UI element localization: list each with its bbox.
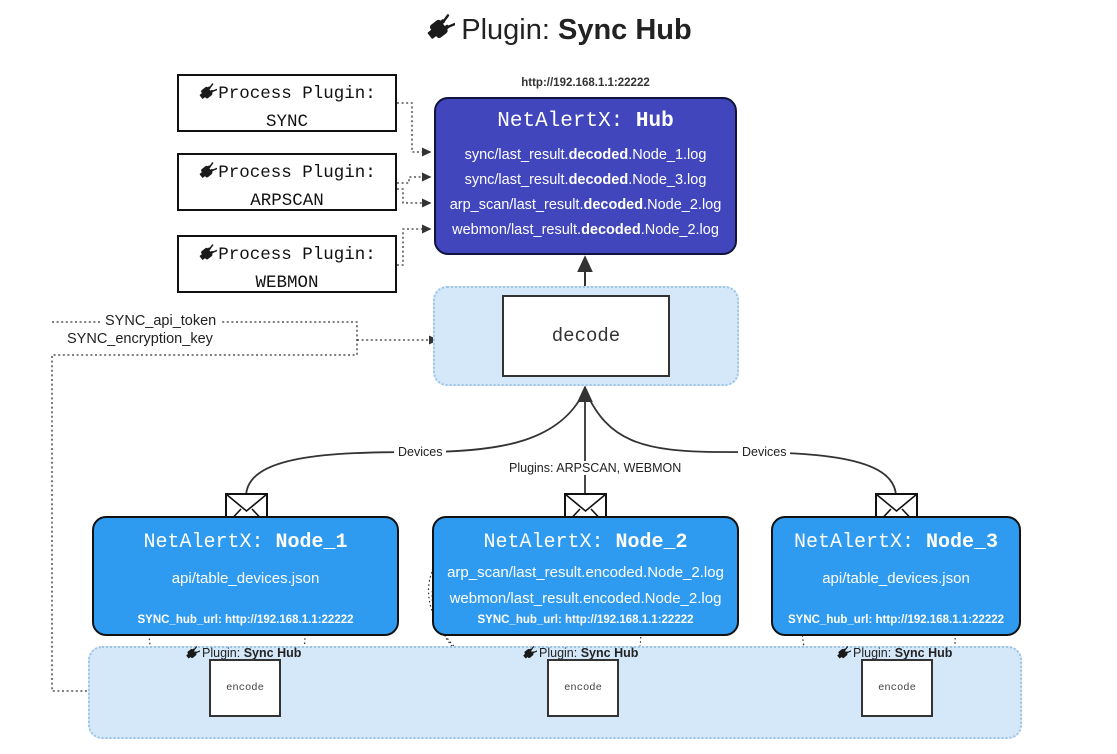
- plugins-label-center: Plugins: ARPSCAN, WEBMON: [505, 461, 686, 475]
- page-title: Plugin: Sync Hub: [0, 14, 1117, 50]
- node-3-title: NetAlertX: Node_3: [773, 531, 1019, 554]
- encoder-2-plugin-label: Plugin: Sync Hub: [522, 646, 638, 663]
- encoder-plugin-prefix: Plugin:: [202, 646, 241, 660]
- encoder-plugin-name: Sync Hub: [894, 646, 953, 660]
- node-2-line-1: webmon/last_result.encoded.Node_2.log: [449, 590, 722, 607]
- node-2-title: NetAlertX: Node_2: [434, 531, 737, 554]
- plug-icon: [198, 83, 218, 110]
- sync-api-token-label: SYNC_api_token: [100, 313, 222, 329]
- node-3-line-0: api/table_devices.json: [822, 570, 970, 587]
- encoder-plugin-name: Sync Hub: [580, 646, 639, 660]
- process-plugin-name: WEBMON: [255, 273, 319, 294]
- hub-node[interactable]: NetAlertX: Hub sync/last_result.decoded.…: [434, 97, 737, 255]
- node-2-line-0: arp_scan/last_result.encoded.Node_2.log: [447, 564, 724, 581]
- devices-label-left: Devices: [394, 445, 447, 459]
- process-plugin-label: Process Plugin:: [218, 84, 376, 104]
- devices-label-right: Devices: [738, 445, 791, 459]
- node-1-title: NetAlertX: Node_1: [94, 531, 397, 554]
- encode-box-2[interactable]: encode: [547, 659, 619, 717]
- node-1-hub-url: SYNC_hub_url: http://192.168.1.1:22222: [137, 614, 354, 626]
- node-3-hub-url: SYNC_hub_url: http://192.168.1.1:22222: [787, 614, 1005, 626]
- hub-title: NetAlertX: Hub: [436, 110, 735, 133]
- node-app: NetAlertX:: [483, 531, 604, 554]
- decode-box[interactable]: decode: [502, 295, 670, 377]
- title-prefix: Plugin:: [461, 14, 550, 46]
- plug-icon: [185, 646, 201, 663]
- process-plugin-label: Process Plugin:: [218, 245, 376, 265]
- encoder-1-plugin-label: Plugin: Sync Hub: [185, 646, 301, 663]
- encode-box-3[interactable]: encode: [861, 659, 933, 717]
- plug-icon: [522, 646, 538, 663]
- node-2[interactable]: NetAlertX: Node_2 arp_scan/last_result.e…: [432, 516, 739, 636]
- hub-name: Hub: [635, 110, 674, 133]
- node-1[interactable]: NetAlertX: Node_1 api/table_devices.json…: [92, 516, 399, 636]
- node-app: NetAlertX:: [143, 531, 264, 554]
- plug-icon: [836, 646, 852, 663]
- node-name: Node_2: [615, 531, 688, 554]
- node-1-line-0: api/table_devices.json: [171, 570, 320, 587]
- node-app: NetAlertX:: [793, 531, 914, 554]
- encoder-plugin-name: Sync Hub: [243, 646, 302, 660]
- encoder-plugin-prefix: Plugin:: [539, 646, 578, 660]
- encoder-plugin-prefix: Plugin:: [853, 646, 892, 660]
- hub-file-2: arp_scan/last_result.decoded.Node_2.log: [449, 197, 722, 213]
- hub-app: NetAlertX:: [497, 110, 624, 133]
- plug-icon: [198, 162, 218, 189]
- encoder-3-plugin-label: Plugin: Sync Hub: [836, 646, 952, 663]
- sync-encryption-key-label: SYNC_encryption_key: [62, 331, 218, 347]
- node-3[interactable]: NetAlertX: Node_3 api/table_devices.json…: [771, 516, 1021, 636]
- hub-url-label: http://192.168.1.1:22222: [521, 77, 650, 89]
- node-name: Node_1: [275, 531, 348, 554]
- process-plugin-webmon[interactable]: Process Plugin: WEBMON: [177, 235, 397, 293]
- plug-icon: [198, 244, 218, 271]
- hub-file-0: sync/last_result.decoded.Node_1.log: [464, 147, 707, 163]
- encode-box-1[interactable]: encode: [209, 659, 281, 717]
- process-plugin-name: SYNC: [265, 112, 308, 133]
- process-plugin-sync[interactable]: Process Plugin: SYNC: [177, 74, 397, 132]
- hub-file-3: webmon/last_result.decoded.Node_2.log: [452, 222, 719, 238]
- process-plugin-name: ARPSCAN: [250, 191, 324, 212]
- plug-icon: [425, 14, 457, 50]
- hub-file-1: sync/last_result.decoded.Node_3.log: [464, 172, 707, 188]
- node-name: Node_3: [926, 531, 999, 554]
- process-plugin-label: Process Plugin:: [218, 163, 376, 183]
- title-name: Sync Hub: [557, 14, 692, 46]
- process-plugin-arpscan[interactable]: Process Plugin: ARPSCAN: [177, 153, 397, 211]
- node-2-hub-url: SYNC_hub_url: http://192.168.1.1:22222: [477, 614, 694, 626]
